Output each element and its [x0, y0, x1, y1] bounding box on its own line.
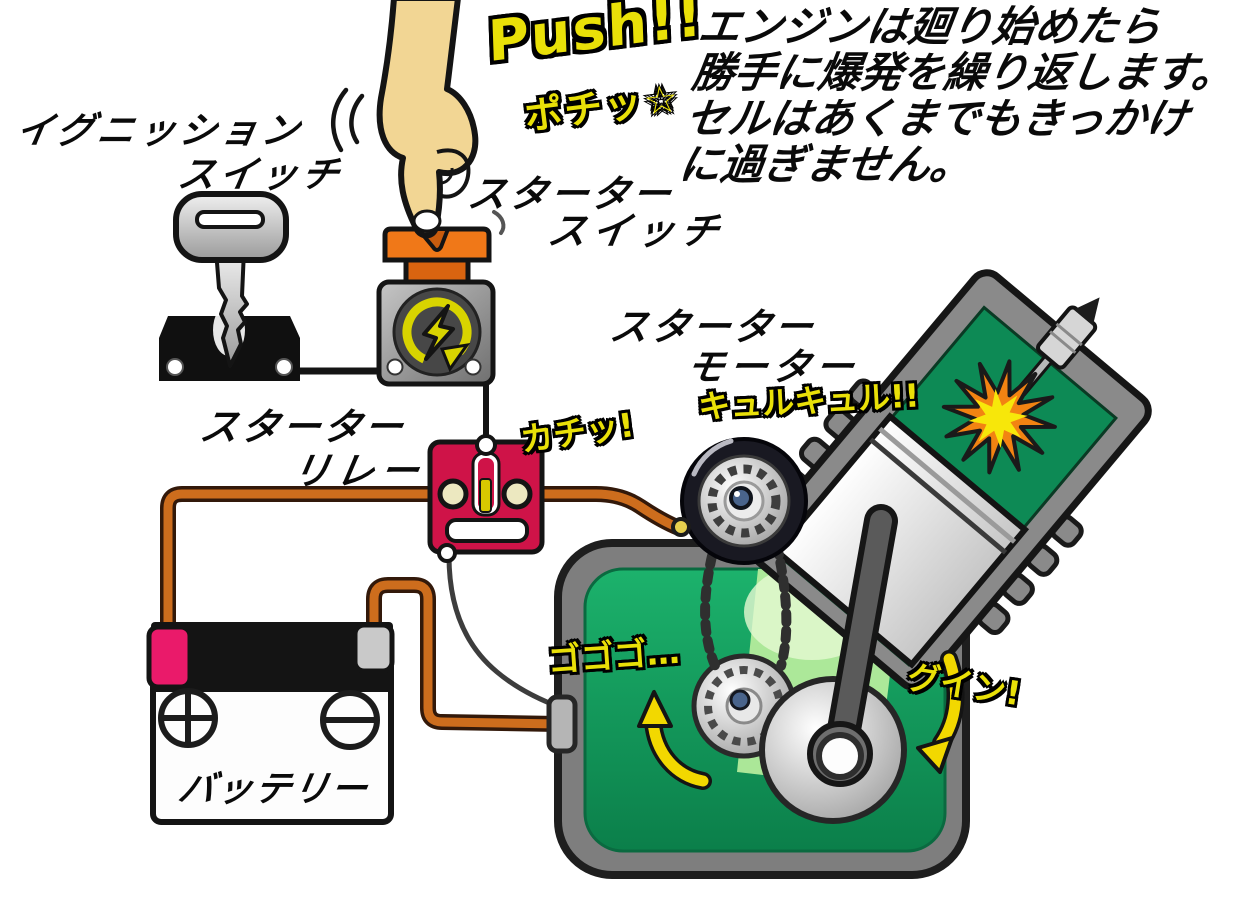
- ignition-key-icon: [173, 191, 289, 368]
- wire-battery-positive-to-relay: [160, 486, 442, 642]
- description-line-1: エンジンは廻り始めたら: [695, 2, 1165, 51]
- description-line-3: セルはあくまでもきっかけ: [682, 94, 1192, 143]
- rotation-arrow-right: [916, 650, 965, 774]
- motor-wire-connector: [671, 517, 691, 537]
- wire-battery-negative-to-engine: [366, 577, 566, 732]
- battery-plus-icon: [158, 688, 218, 748]
- vibration-arcs: [330, 87, 506, 235]
- pressing-hand-icon: [330, 0, 506, 239]
- ignition-switch-label-line2: スイッチ: [174, 153, 347, 196]
- sfx-gogogo: ゴゴゴ…: [546, 631, 681, 680]
- cam-chain-icon: [700, 541, 792, 675]
- battery-icon: [146, 622, 395, 825]
- description-line-4: に過ぎません。: [675, 140, 976, 189]
- engine-terminal-nub: [546, 694, 578, 754]
- starter-relay-icon: [427, 434, 545, 563]
- starter-motor-icon: [671, 437, 808, 565]
- rotation-arrow-left: [637, 690, 712, 790]
- description-line-2: 勝手に爆発を繰り返します。: [688, 48, 1238, 97]
- spark-burst-icon: [941, 359, 1057, 475]
- wire-relay-to-engine-thin: [446, 553, 565, 711]
- lightning-bolt-icon: [422, 304, 455, 361]
- description-block: エンジンは廻り始めたら 勝手に爆発を繰り返します。 セルはあくまでもきっかけ に…: [675, 2, 1244, 189]
- ignition-switch-icon: [159, 191, 300, 381]
- starter-switch-icon: [376, 226, 496, 387]
- starter-switch-label-line2: スイッチ: [544, 209, 729, 253]
- connecting-rod-icon: [807, 504, 898, 787]
- wire-relay-to-starter-motor: [534, 486, 687, 536]
- starter-relay-label-line2: リレー: [288, 449, 429, 493]
- battery-positive-terminal: [146, 624, 193, 690]
- engine-icon: [554, 269, 1152, 879]
- battery-label: バッテリー: [175, 769, 373, 810]
- battery-minus-icon: [320, 690, 380, 750]
- battery-negative-terminal: [352, 622, 395, 674]
